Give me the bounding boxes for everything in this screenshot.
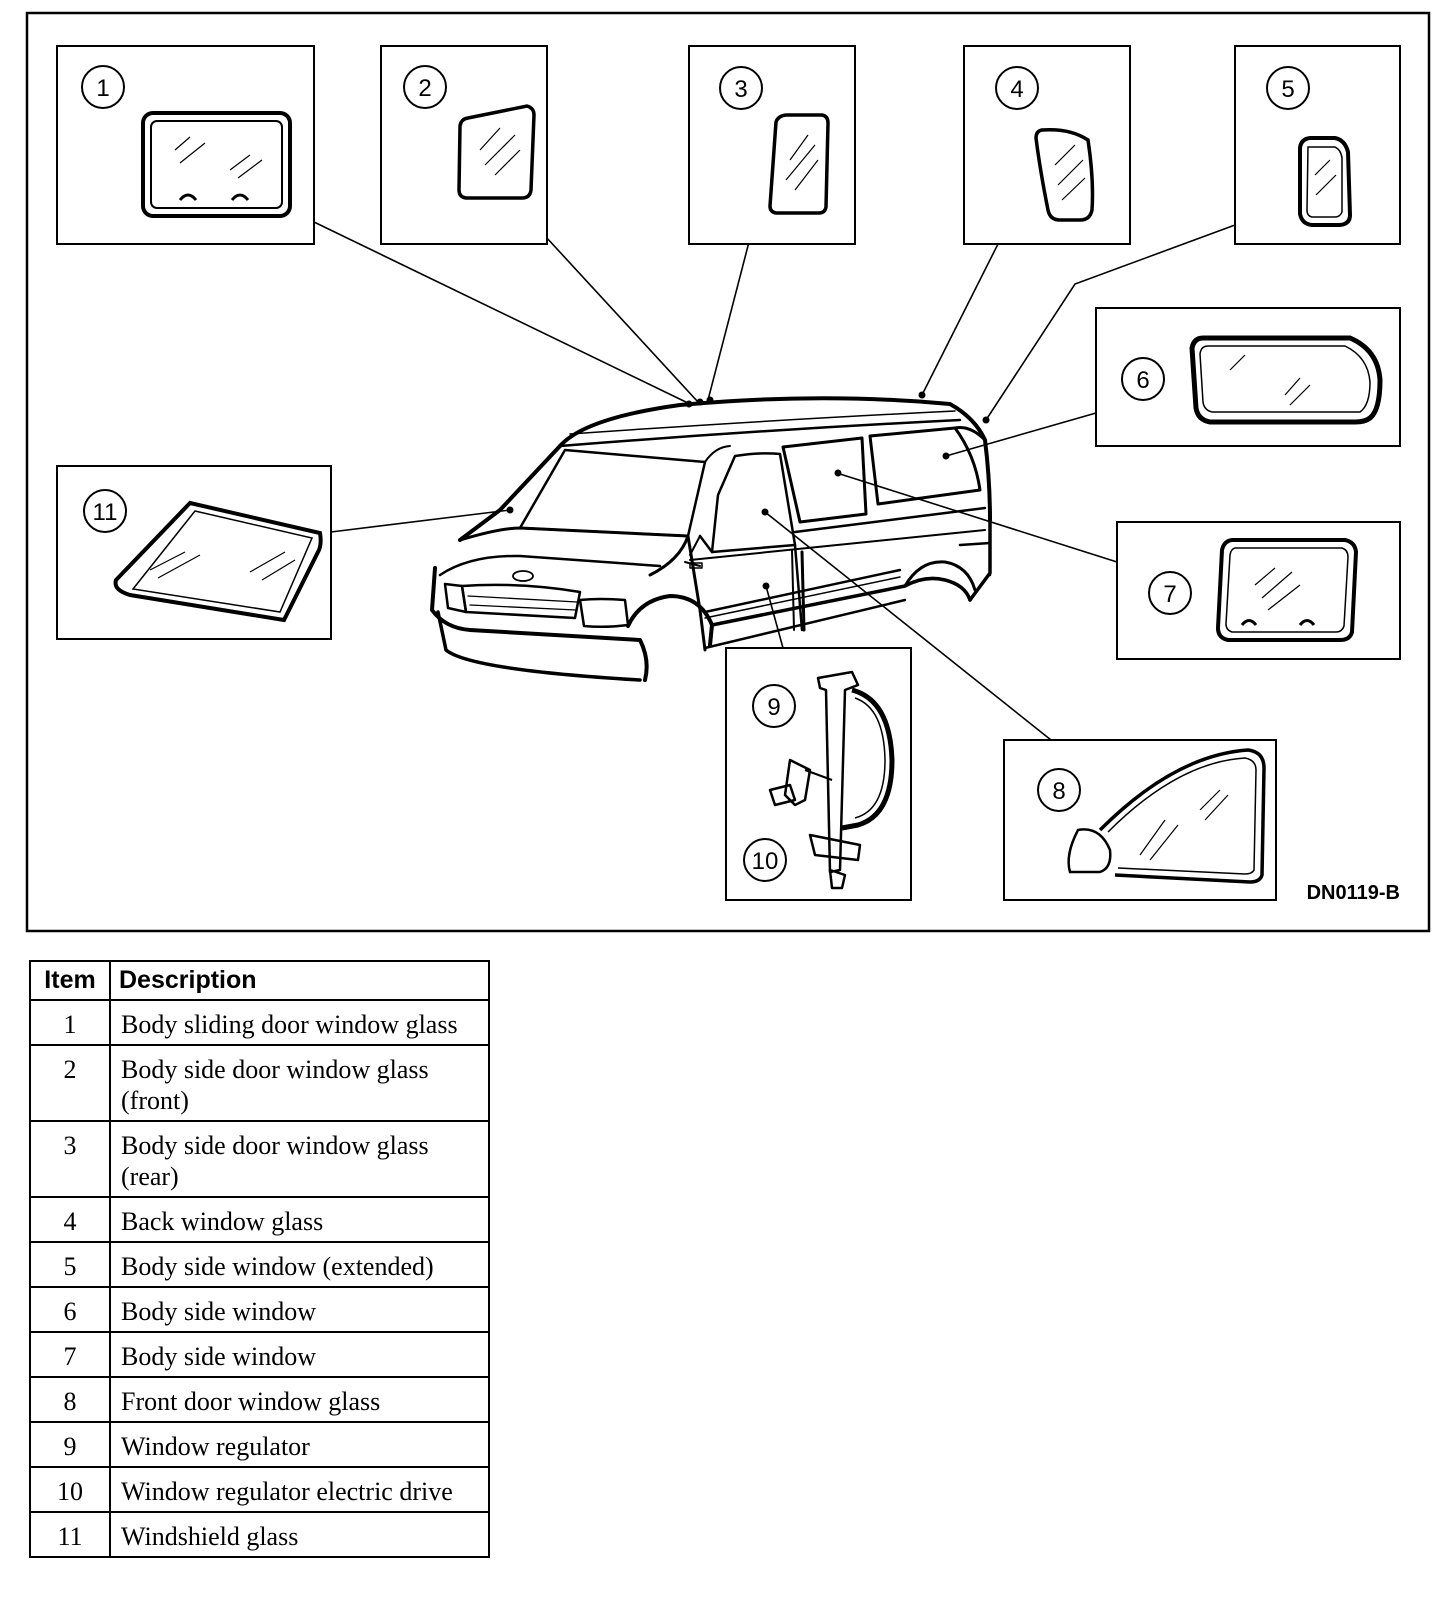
- table-row: 11 Windshield glass: [29, 1511, 490, 1558]
- row-description: Body side door window glass (front): [109, 1044, 490, 1122]
- part-box-1: 1: [56, 45, 315, 245]
- table-row: 9 Window regulator: [29, 1421, 490, 1468]
- callout-2-label: 2: [418, 75, 431, 102]
- callout-4-label: 4: [1010, 76, 1023, 103]
- legend-header-description: Description: [109, 960, 490, 1001]
- callout-6-circle: [1121, 357, 1165, 401]
- legend-table: Item Description 1 Body sliding door win…: [29, 960, 490, 1558]
- table-row: 5 Body side window (extended): [29, 1241, 490, 1288]
- row-item: 7: [29, 1331, 111, 1378]
- row-description: Front door window glass: [109, 1376, 490, 1423]
- part-box-4: 4: [963, 45, 1131, 245]
- callout-3-label: 3: [734, 76, 747, 103]
- row-item: 8: [29, 1376, 111, 1423]
- table-row: 6 Body side window: [29, 1286, 490, 1333]
- part-box-6: 6: [1095, 307, 1401, 447]
- row-item: 3: [29, 1120, 111, 1198]
- callout-11-circle: [83, 489, 127, 533]
- row-description: Body side door window glass (rear): [109, 1120, 490, 1198]
- row-description: Body side window (extended): [109, 1241, 490, 1288]
- callout-7-label: 7: [1163, 581, 1176, 608]
- row-item: 9: [29, 1421, 111, 1468]
- legend-header-item: Item: [29, 960, 111, 1001]
- callout-11-label: 11: [93, 499, 118, 526]
- callout-8-circle: [1037, 768, 1081, 812]
- row-item: 10: [29, 1466, 111, 1513]
- diagram-code: DN0119-B: [1307, 882, 1400, 904]
- part-box-2: 2: [380, 45, 548, 245]
- row-description: Window regulator electric drive: [109, 1466, 490, 1513]
- parts-diagram: 1 2 3 4 5 6: [25, 11, 1431, 933]
- callout-6-label: 6: [1136, 367, 1149, 394]
- row-item: 2: [29, 1044, 111, 1122]
- part-box-7: 7: [1116, 521, 1401, 660]
- row-description: Window regulator: [109, 1421, 490, 1468]
- callout-9-circle: [752, 684, 796, 728]
- van-illustration: [430, 391, 992, 682]
- callout-3-circle: [719, 66, 763, 110]
- table-row: 4 Back window glass: [29, 1196, 490, 1243]
- part-box-3: 3: [688, 45, 856, 245]
- legend-header-row: Item Description: [29, 960, 490, 1001]
- callout-7-circle: [1148, 571, 1192, 615]
- callout-5-label: 5: [1281, 76, 1294, 103]
- table-row: 10 Window regulator electric drive: [29, 1466, 490, 1513]
- callout-4-circle: [995, 66, 1039, 110]
- callout-2-circle: [403, 65, 447, 109]
- row-item: 11: [29, 1511, 111, 1558]
- row-description: Back window glass: [109, 1196, 490, 1243]
- row-description: Windshield glass: [109, 1511, 490, 1558]
- row-item: 6: [29, 1286, 111, 1333]
- row-description: Body sliding door window glass: [109, 999, 490, 1046]
- table-row: 7 Body side window: [29, 1331, 490, 1378]
- leader-lines: [313, 221, 1236, 741]
- row-item: 4: [29, 1196, 111, 1243]
- callout-10-label: 10: [752, 848, 779, 875]
- part-box-9-10: 9 10: [725, 647, 912, 901]
- callout-8-label: 8: [1052, 778, 1065, 805]
- table-row: 8 Front door window glass: [29, 1376, 490, 1423]
- row-description: Body side window: [109, 1286, 490, 1333]
- callout-10-circle: [743, 838, 787, 882]
- callout-1-circle: [81, 65, 125, 109]
- table-row: 1 Body sliding door window glass: [29, 999, 490, 1046]
- diagram-frame: [25, 11, 1431, 933]
- part-box-8: 8: [1003, 739, 1277, 901]
- row-item: 5: [29, 1241, 111, 1288]
- part-box-11: 11: [56, 465, 332, 640]
- callout-1-label: 1: [96, 75, 109, 102]
- row-item: 1: [29, 999, 111, 1046]
- part-box-5: 5: [1234, 45, 1401, 245]
- callout-9-label: 9: [767, 694, 780, 721]
- table-row: 3 Body side door window glass (rear): [29, 1120, 490, 1198]
- table-row: 2 Body side door window glass (front): [29, 1044, 490, 1122]
- callout-5-circle: [1266, 66, 1310, 110]
- row-description: Body side window: [109, 1331, 490, 1378]
